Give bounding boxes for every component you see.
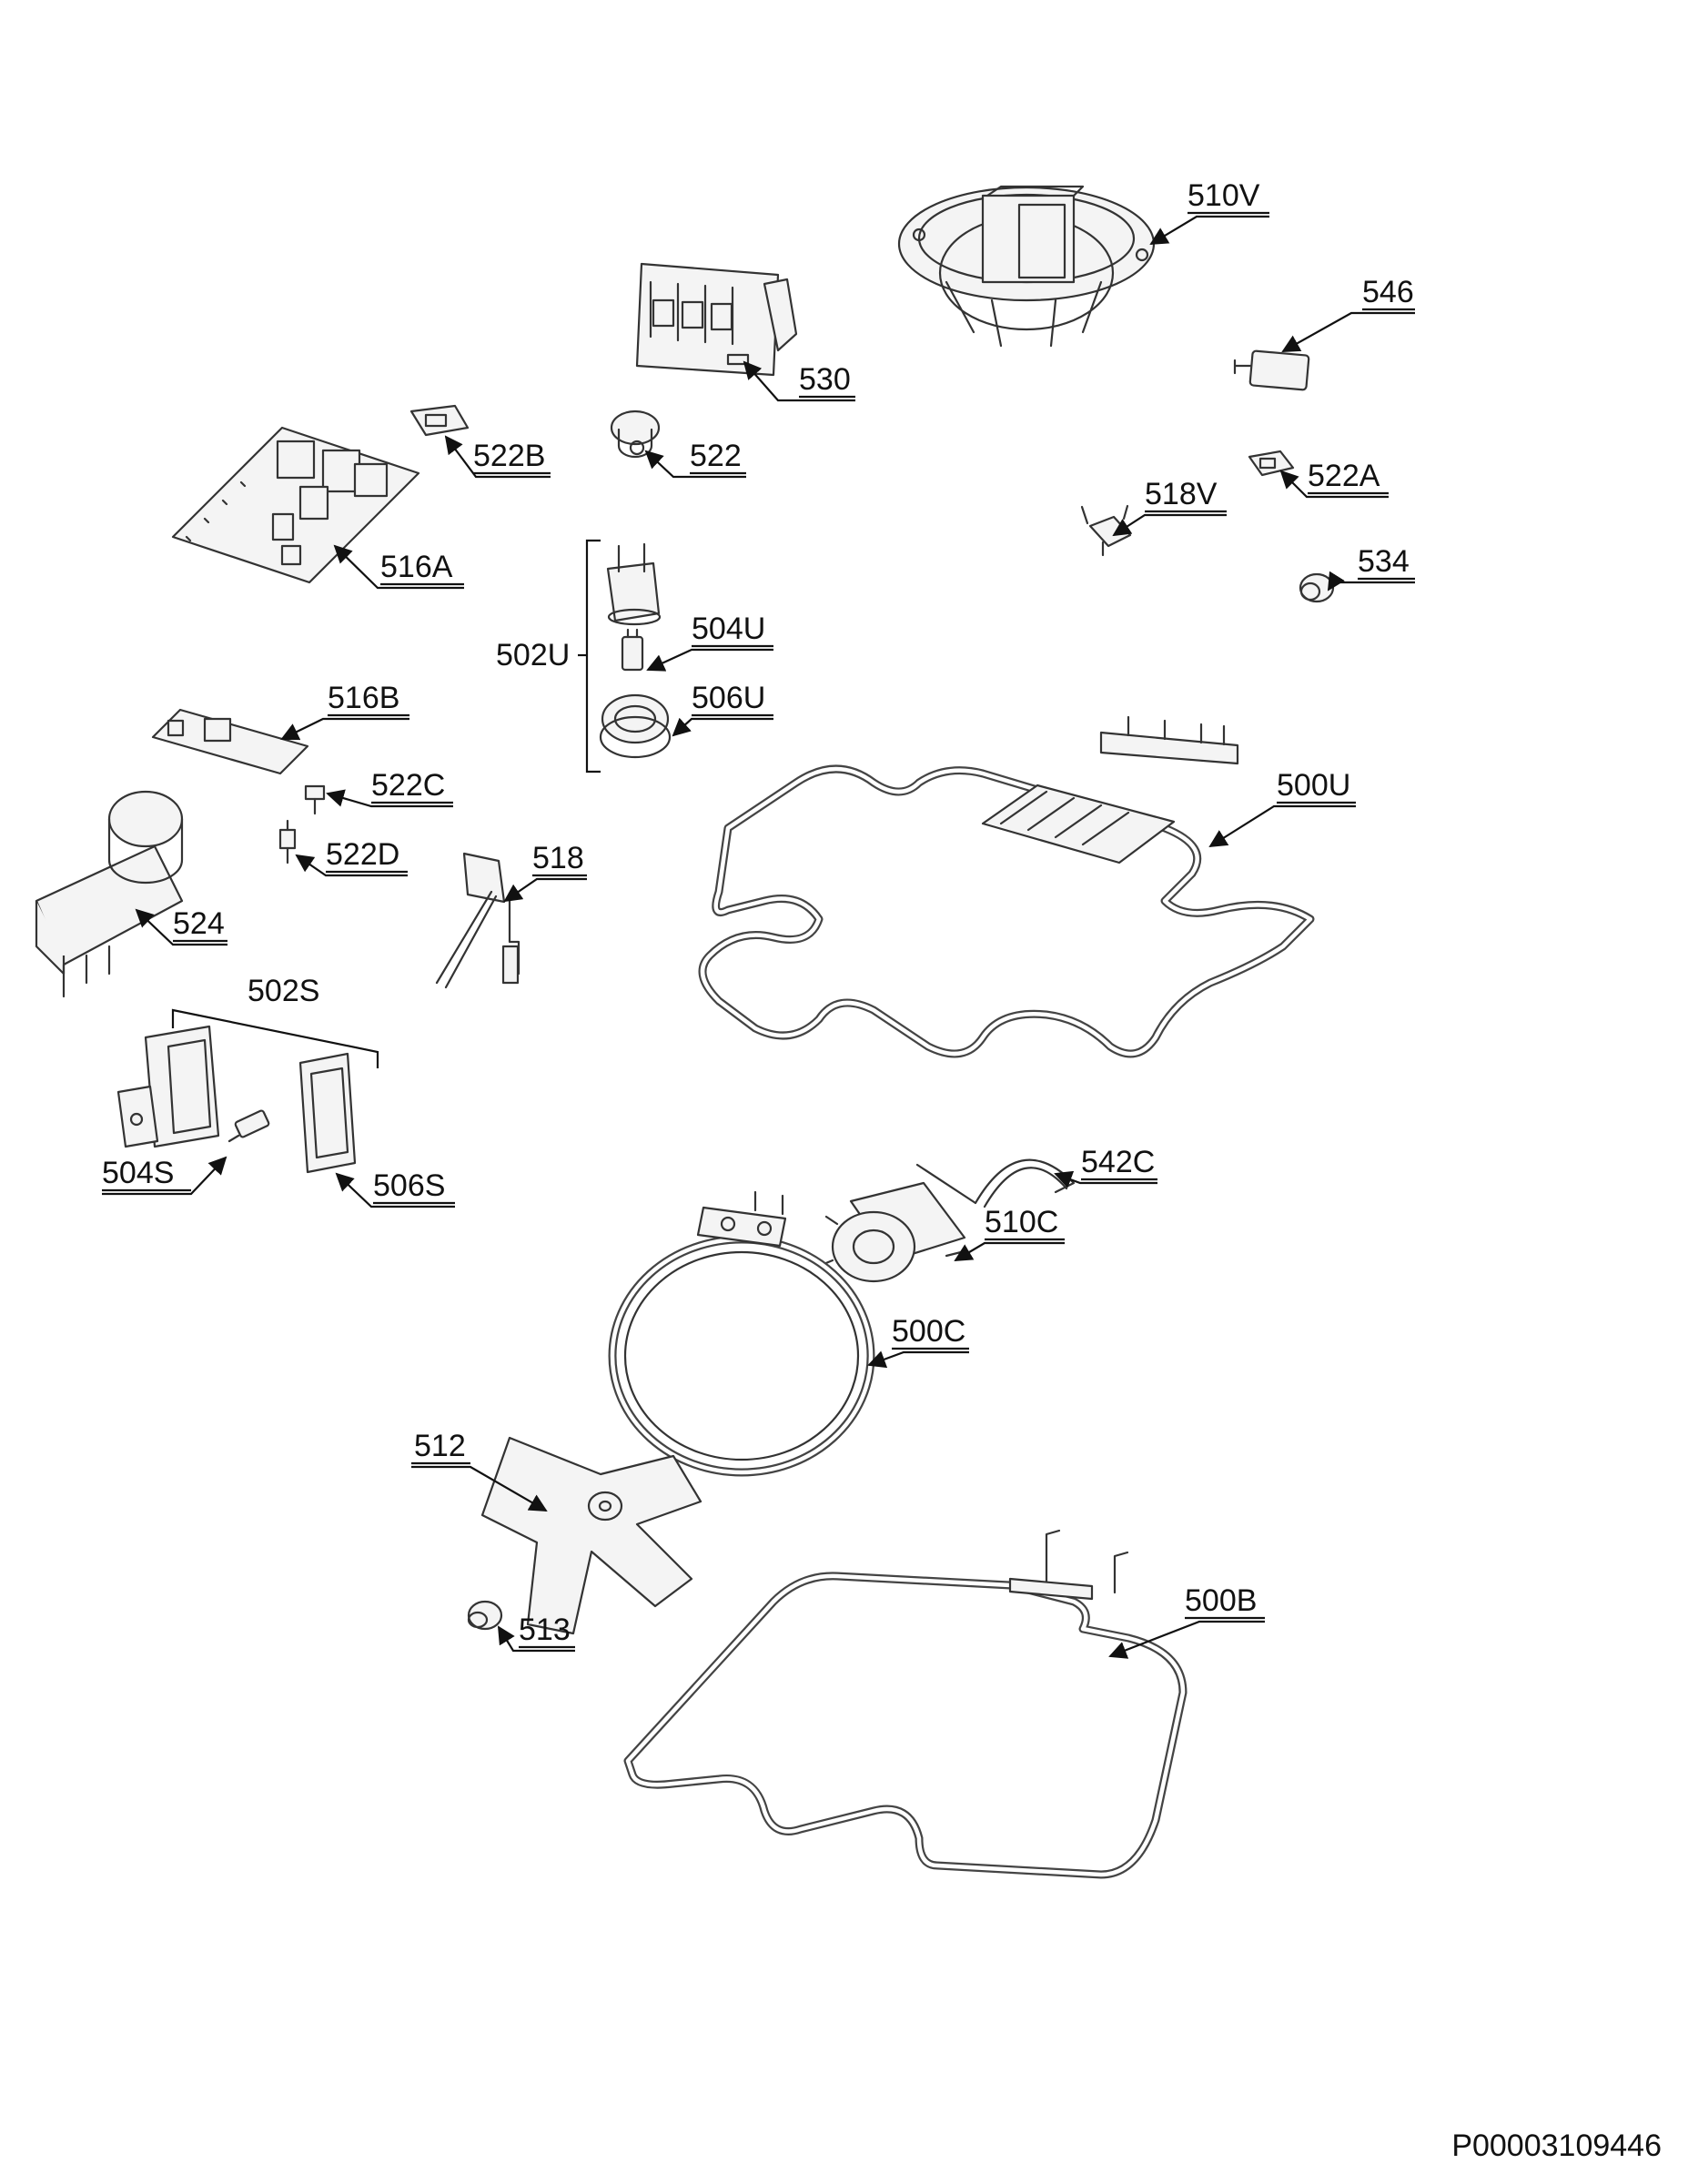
- part-labels: 510V 546 530 522B 522 522A 518V 534 516A…: [102, 178, 1414, 1647]
- label-500U: 500U: [1277, 768, 1350, 803]
- label-516B: 516B: [328, 681, 399, 715]
- label-510C: 510C: [985, 1205, 1058, 1239]
- label-522: 522: [690, 439, 742, 473]
- label-502S: 502S: [248, 974, 319, 1008]
- label-504S: 504S: [102, 1156, 174, 1190]
- label-546: 546: [1362, 275, 1414, 309]
- part-510v-fan-assembly: [897, 185, 1156, 348]
- part-500u-grill-element: [698, 715, 1315, 1058]
- part-502s-group-bracket: [171, 1008, 379, 1068]
- label-522B: 522B: [473, 439, 545, 473]
- part-542c-clip: [915, 1158, 1076, 1208]
- part-518-sensor: [435, 852, 521, 989]
- part-506u-lens: [599, 693, 672, 759]
- part-500c-circular-element: [608, 1190, 875, 1477]
- part-506s-lens: [298, 1052, 357, 1174]
- label-522A: 522A: [1308, 459, 1380, 493]
- label-502U: 502U: [496, 638, 570, 672]
- label-500B: 500B: [1185, 1583, 1257, 1618]
- part-513-nut: [467, 1600, 503, 1631]
- label-524: 524: [173, 906, 225, 941]
- document-code: P00003109446: [1451, 2128, 1662, 2163]
- part-500b-bottom-element: [623, 1529, 1188, 1879]
- label-518V: 518V: [1145, 477, 1218, 511]
- part-524-door-lock: [35, 790, 184, 998]
- label-510V: 510V: [1188, 178, 1260, 213]
- part-522d-pin: [278, 819, 297, 864]
- label-500C: 500C: [892, 1314, 965, 1349]
- label-518: 518: [532, 841, 584, 875]
- part-518v-switch: [1080, 504, 1132, 557]
- label-504U: 504U: [692, 612, 765, 646]
- part-516a-control-board: [171, 426, 420, 584]
- part-516b-board: [151, 708, 309, 775]
- part-534-knob: [1299, 572, 1335, 603]
- leader-lines: [102, 215, 1415, 1659]
- part-504s-bulb: [227, 1109, 270, 1143]
- part-522a-bracket: [1248, 450, 1295, 477]
- label-516A: 516A: [380, 550, 453, 584]
- part-546-lamp: [1233, 349, 1310, 391]
- part-522c-pin: [304, 784, 326, 815]
- label-534: 534: [1358, 544, 1410, 579]
- part-512-fan-blade: [480, 1436, 702, 1635]
- label-530: 530: [799, 362, 851, 397]
- part-530-terminal-block: [635, 262, 798, 377]
- label-512: 512: [414, 1429, 466, 1463]
- part-502u-housing: [606, 542, 662, 626]
- part-522b-bracket: [409, 404, 470, 437]
- label-underlines: [102, 211, 1415, 1649]
- label-506U: 506U: [692, 681, 765, 715]
- part-502u-group-bracket: [578, 539, 601, 774]
- part-510c-fan-motor: [820, 1181, 966, 1283]
- label-542C: 542C: [1081, 1145, 1155, 1179]
- label-513: 513: [519, 1613, 571, 1647]
- label-522C: 522C: [371, 768, 445, 803]
- part-502s-housing: [116, 1025, 220, 1148]
- label-506S: 506S: [373, 1168, 445, 1203]
- part-504u-bulb: [621, 628, 644, 672]
- part-522-thermostat: [610, 410, 661, 459]
- label-522D: 522D: [326, 837, 399, 872]
